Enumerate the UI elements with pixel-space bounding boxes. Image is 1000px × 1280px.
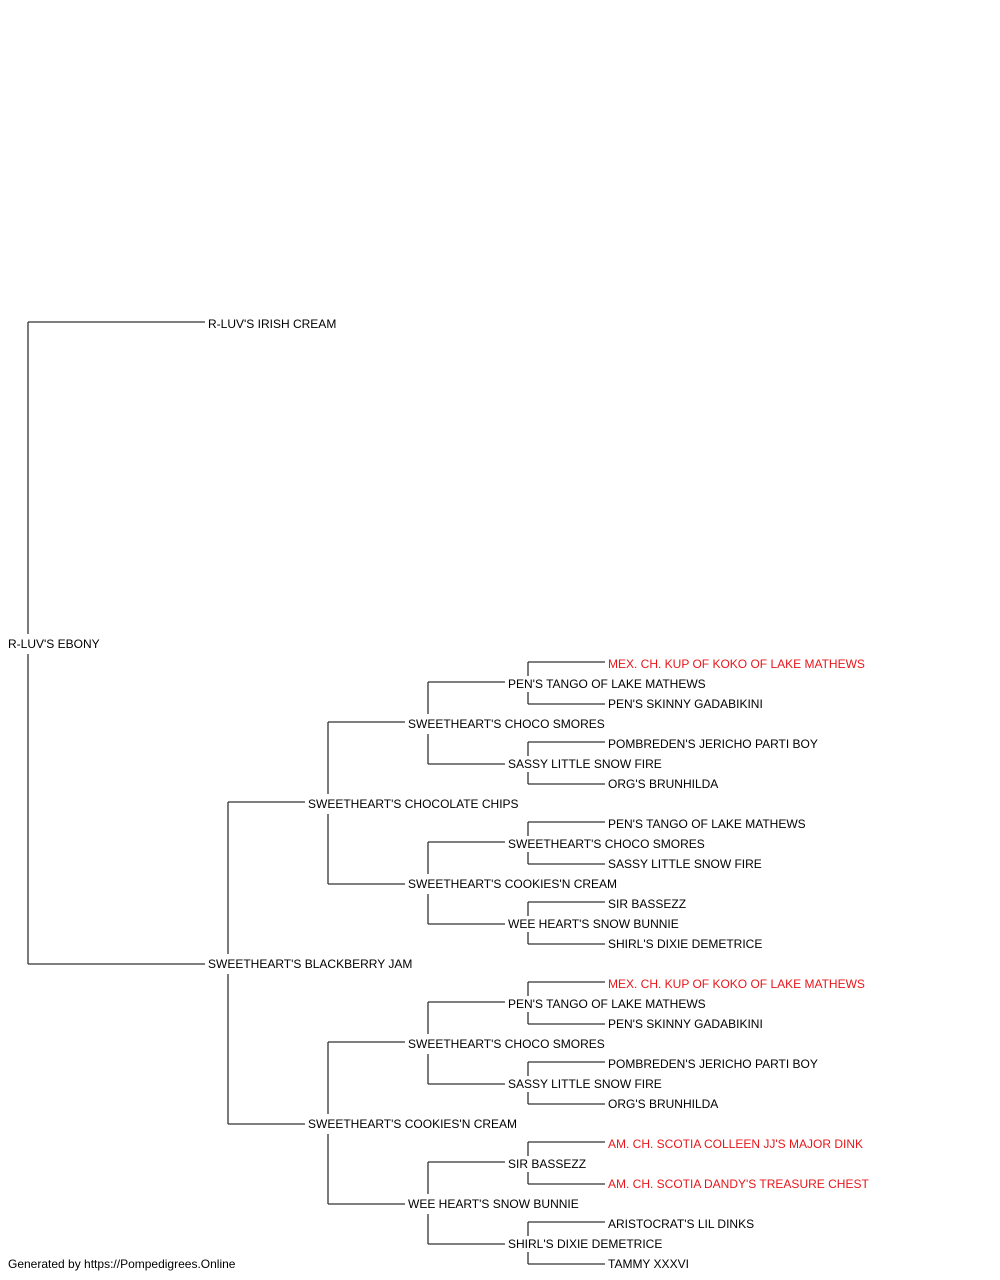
gen5-ancestor-8: SHIRL'S DIXIE DEMETRICE [608, 937, 763, 951]
gen5-ancestor-7: SIR BASSEZZ [608, 897, 687, 911]
gen5-ancestor-1: MEX. CH. KUP OF KOKO OF LAKE MATHEWS [608, 657, 865, 671]
gen5-ancestor-13: AM. CH. SCOTIA COLLEEN JJ'S MAJOR DINK [608, 1137, 863, 1151]
gen5-ancestor-6: SASSY LITTLE SNOW FIRE [608, 857, 762, 871]
gen3-ancestor-1: SWEETHEART'S CHOCO SMORES [408, 717, 605, 731]
gen5-ancestor-11: POMBREDEN'S JERICHO PARTI BOY [608, 1057, 818, 1071]
gen5-ancestor-3: POMBREDEN'S JERICHO PARTI BOY [608, 737, 818, 751]
gen4-ancestor-7: SIR BASSEZZ [508, 1157, 587, 1171]
granddam-side-sire-name: SWEETHEART'S CHOCOLATE CHIPS [308, 797, 519, 811]
gen5-ancestor-15: ARISTOCRAT'S LIL DINKS [608, 1217, 755, 1231]
granddam-side-dam-name: SWEETHEART'S COOKIES'N CREAM [308, 1117, 518, 1131]
gen5-ancestor-16: TAMMY XXXVI [608, 1257, 689, 1271]
gen5-ancestor-4: ORG'S BRUNHILDA [608, 777, 719, 791]
gen4-ancestor-3: SWEETHEART'S CHOCO SMORES [508, 837, 705, 851]
gen5-ancestor-5: PEN'S TANGO OF LAKE MATHEWS [608, 817, 806, 831]
subject-name: R-LUV'S EBONY [8, 637, 100, 651]
generated-by-footer: Generated by https://Pompedigrees.Online [8, 1257, 236, 1271]
gen3-ancestor-2: SWEETHEART'S COOKIES'N CREAM [408, 877, 618, 891]
gen5-ancestor-14: AM. CH. SCOTIA DANDY'S TREASURE CHEST [608, 1177, 869, 1191]
gen4-ancestor-6: SASSY LITTLE SNOW FIRE [508, 1077, 662, 1091]
dam-name: SWEETHEART'S BLACKBERRY JAM [208, 957, 413, 971]
gen3-ancestor-4: WEE HEART'S SNOW BUNNIE [408, 1197, 579, 1211]
sire-name: R-LUV'S IRISH CREAM [208, 317, 337, 331]
gen5-ancestor-9: MEX. CH. KUP OF KOKO OF LAKE MATHEWS [608, 977, 865, 991]
gen5-ancestor-12: ORG'S BRUNHILDA [608, 1097, 719, 1111]
gen4-ancestor-4: WEE HEART'S SNOW BUNNIE [508, 917, 679, 931]
gen4-ancestor-1: PEN'S TANGO OF LAKE MATHEWS [508, 677, 706, 691]
gen4-ancestor-8: SHIRL'S DIXIE DEMETRICE [508, 1237, 663, 1251]
gen5-ancestor-2: PEN'S SKINNY GADABIKINI [608, 697, 763, 711]
gen4-ancestor-2: SASSY LITTLE SNOW FIRE [508, 757, 662, 771]
gen3-ancestor-3: SWEETHEART'S CHOCO SMORES [408, 1037, 605, 1051]
gen4-ancestor-5: PEN'S TANGO OF LAKE MATHEWS [508, 997, 706, 1011]
gen5-ancestor-10: PEN'S SKINNY GADABIKINI [608, 1017, 763, 1031]
